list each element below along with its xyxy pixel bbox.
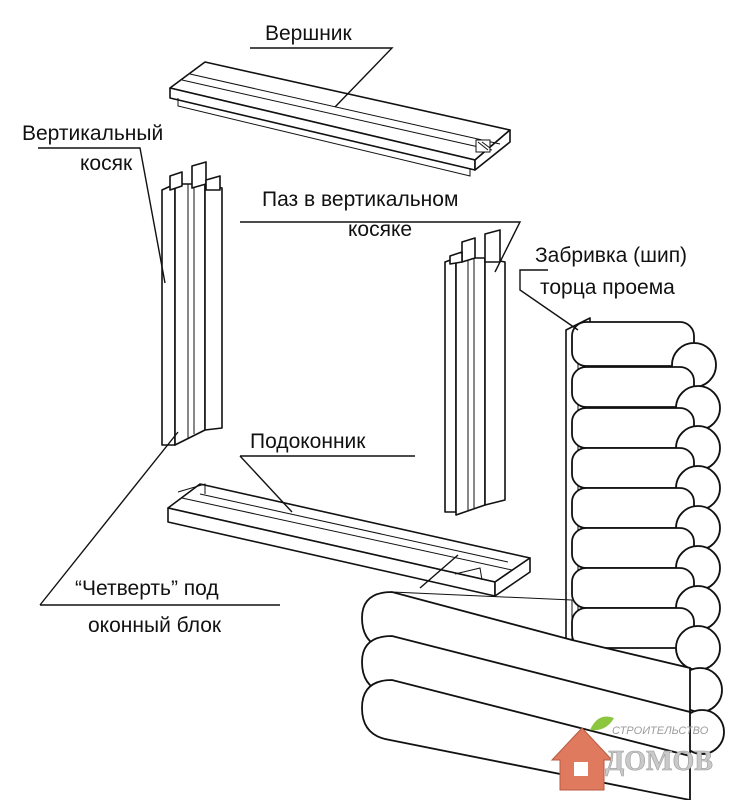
label-vertical-jamb-2: косяк xyxy=(80,152,133,175)
sill-part xyxy=(167,483,531,597)
label-tenon-2: торца проема xyxy=(540,276,675,299)
right-jamb-part xyxy=(444,229,506,516)
label-rebate-1: “Четверть” под xyxy=(75,577,219,600)
house-icon xyxy=(550,727,614,791)
labels: Вершник Вертикальный косяк Паз в вертика… xyxy=(22,22,687,637)
label-rebate-2: оконный блок xyxy=(88,614,222,637)
leader-lines xyxy=(38,47,579,606)
bottom-log-rows xyxy=(361,591,691,800)
label-vertical-jamb-1: Вертикальный xyxy=(22,122,163,145)
label-sill: Подоконник xyxy=(250,430,366,453)
site-logo: СТРОИТЕЛЬСТВО ДОМОВ xyxy=(550,716,713,791)
top-beam-part xyxy=(169,61,511,177)
left-jamb-part xyxy=(161,161,223,446)
log-wall xyxy=(361,317,725,800)
logo-big-text: ДОМОВ xyxy=(605,746,713,777)
label-top-beam: Вершник xyxy=(265,22,353,45)
label-groove-2: косяке xyxy=(348,218,412,241)
label-groove-1: Паз в вертикальном xyxy=(262,188,458,211)
logo-small-text: СТРОИТЕЛЬСТВО xyxy=(612,725,709,737)
leaf-icon xyxy=(590,716,614,731)
label-tenon-1: Забривка (шип) xyxy=(535,244,687,267)
